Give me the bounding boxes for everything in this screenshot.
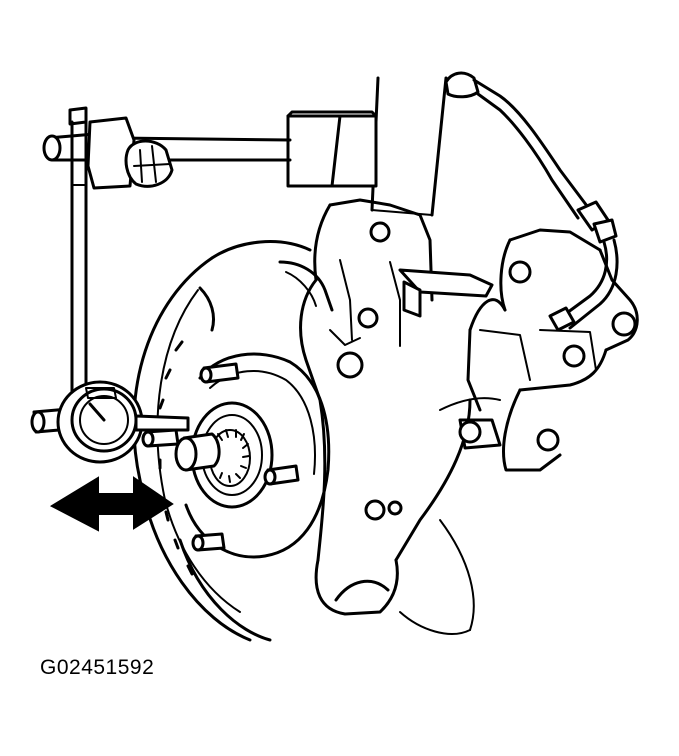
figure-code-label: G02451592 (40, 656, 155, 679)
magnetic-base (286, 110, 378, 188)
brake-rotor (132, 240, 312, 642)
double-headed-arrow-icon (49, 476, 174, 532)
dial-indicator-icon (30, 380, 190, 464)
bearing-teeth (217, 429, 250, 483)
rod-clamp (86, 116, 174, 190)
wheel-hub (174, 352, 331, 559)
brake-caliper (439, 228, 639, 472)
strut (370, 76, 448, 217)
brake-pad (198, 260, 334, 332)
steering-knuckle (299, 198, 494, 635)
support-rod-vertical (68, 106, 88, 394)
rotor-vent-holes (156, 340, 194, 576)
wheel-studs (141, 362, 300, 552)
brake-hose (444, 71, 619, 332)
